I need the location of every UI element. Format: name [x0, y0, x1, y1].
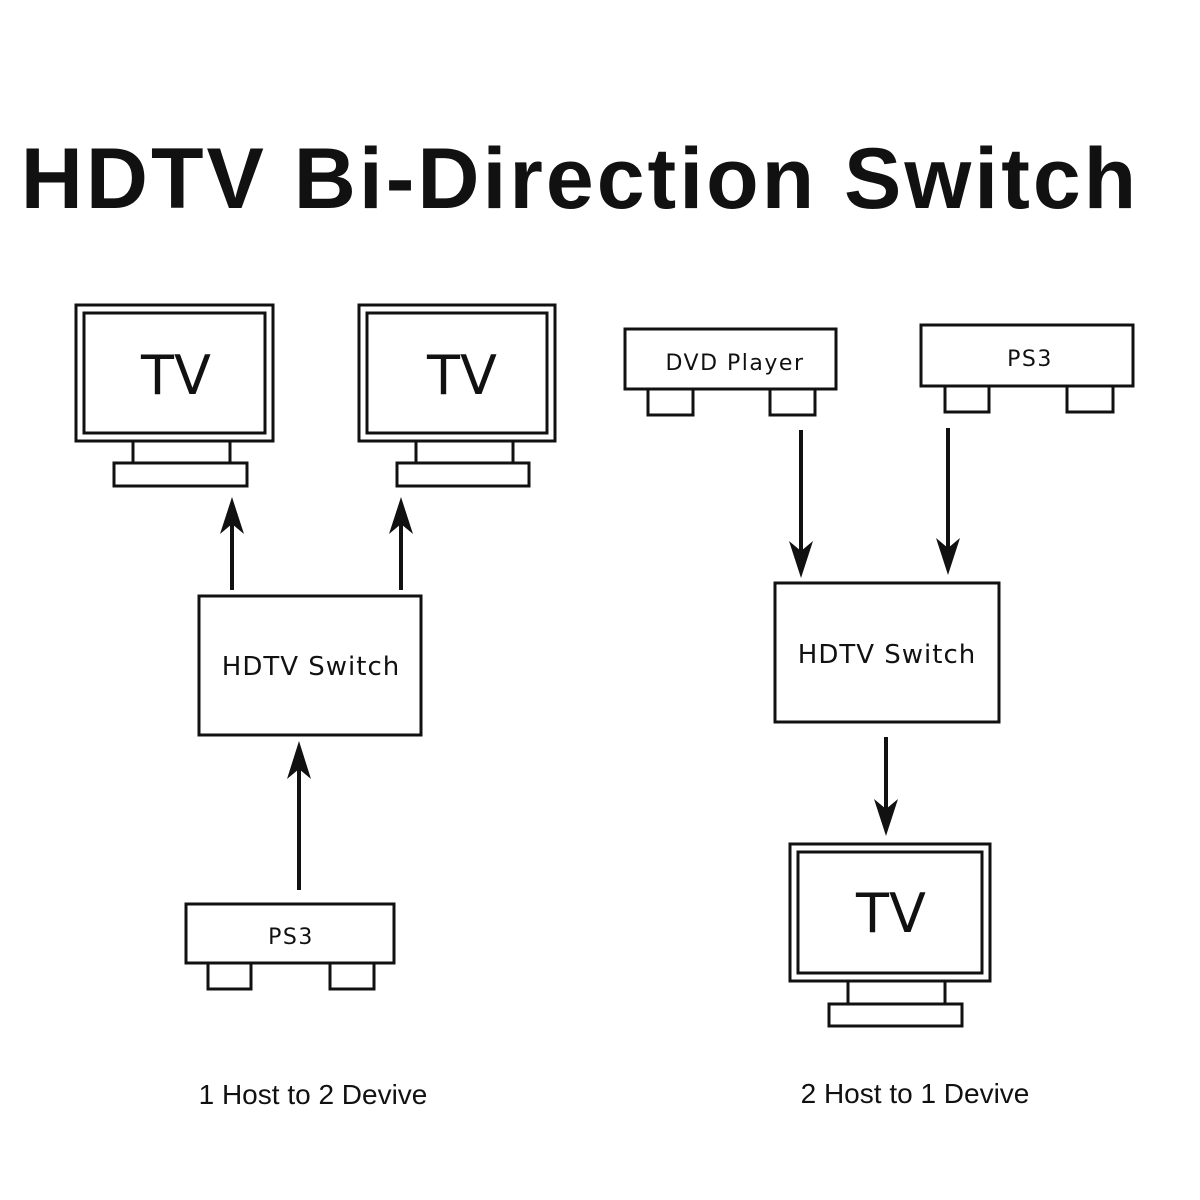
left-arrow-1-head	[220, 497, 244, 534]
right-arrow-dvd-to-switch	[789, 430, 813, 578]
right-tv-base	[827, 1002, 964, 1028]
tv-2-screen	[365, 311, 549, 435]
tv-1-base	[112, 461, 249, 488]
right-caption: 2 Host to 1 Devive	[801, 1078, 1030, 1109]
left-ps3-device: PS3	[184, 902, 396, 991]
right-arrow-ps3-to-switch	[936, 428, 960, 575]
left-arrow-3-head	[287, 741, 311, 779]
right-arrow-switch-to-tv	[874, 737, 898, 836]
right-tv: TV	[788, 842, 992, 1028]
dvd-player-label: DVD Player	[666, 351, 805, 376]
left-tv-2: TV	[357, 303, 557, 488]
tv-2-label: TV	[426, 344, 497, 407]
left-tv-1: TV	[74, 303, 275, 488]
tv-1-neck	[131, 439, 232, 465]
right-tv-screen	[796, 850, 984, 975]
left-arrow-switch-to-tv-2	[389, 497, 413, 590]
left-switch-label: HDTV Switch	[222, 652, 400, 682]
dvd-player-foot-left	[646, 387, 695, 417]
left-arrow-source-to-switch	[287, 741, 311, 890]
tv-2-neck	[414, 439, 515, 465]
left-ps3-body	[184, 902, 396, 965]
right-dvd-player: DVD Player	[623, 327, 838, 417]
right-switch-box	[773, 581, 1001, 724]
right-arrow-1-head	[789, 541, 813, 578]
tv-1-screen	[82, 311, 267, 435]
diagram-title: HDTV Bi-Direction Switch	[21, 131, 1139, 227]
left-arrow-switch-to-tv-1	[220, 497, 244, 590]
right-arrow-2-head	[936, 538, 960, 575]
tv-1-label: TV	[140, 344, 211, 407]
left-switch-box	[197, 594, 423, 737]
left-arrow-2-head	[389, 497, 413, 534]
dvd-player-body	[623, 327, 838, 391]
right-hdtv-switch: HDTV Switch	[773, 581, 1001, 724]
right-ps3-foot-left	[943, 384, 991, 414]
dvd-player-foot-right	[768, 387, 817, 417]
right-ps3-body	[919, 323, 1135, 388]
left-ps3-foot-right	[328, 961, 376, 991]
left-hdtv-switch: HDTV Switch	[197, 594, 423, 737]
left-ps3-foot-left	[206, 961, 253, 991]
left-caption: 1 Host to 2 Devive	[199, 1079, 428, 1110]
right-ps3-foot-right	[1065, 384, 1115, 414]
right-ps3-device: PS3	[919, 323, 1135, 414]
right-tv-label: TV	[855, 882, 926, 945]
left-ps3-label: PS3	[268, 925, 314, 950]
right-ps3-label: PS3	[1007, 347, 1053, 372]
right-tv-neck	[846, 979, 947, 1006]
right-switch-label: HDTV Switch	[798, 640, 976, 670]
tv-2-base	[395, 461, 531, 488]
right-arrow-3-head	[874, 799, 898, 836]
